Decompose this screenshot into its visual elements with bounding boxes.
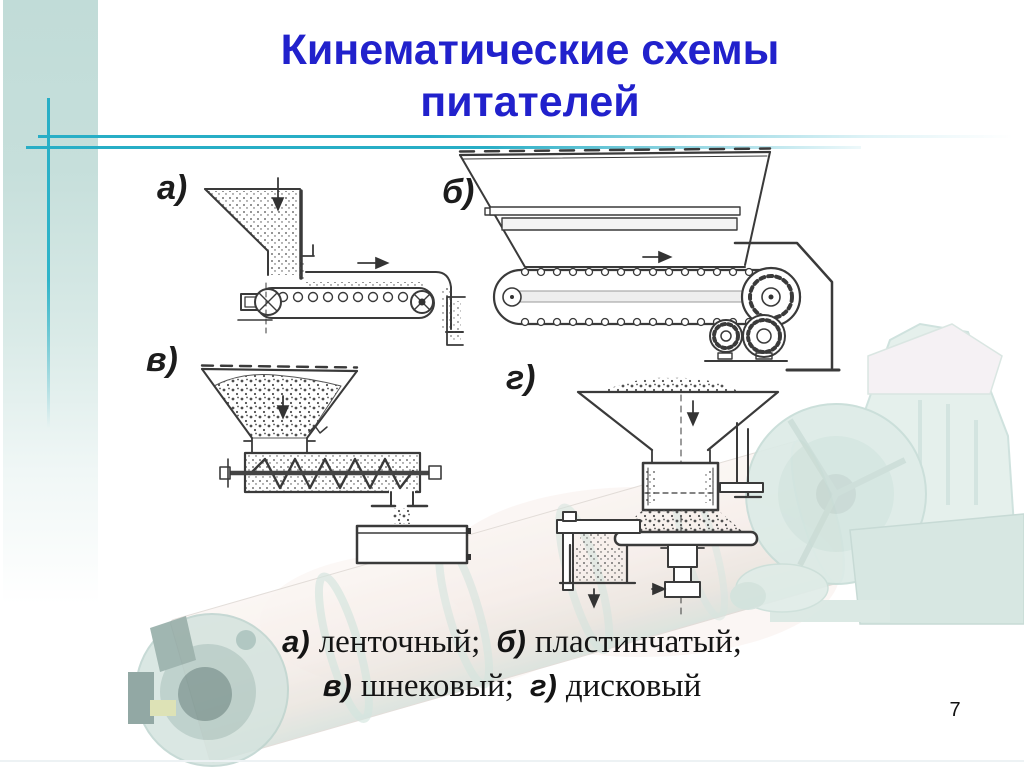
caption-text-a: ленточный; — [318, 624, 481, 660]
figure-label-g: г) — [506, 359, 536, 397]
figure-label-b: б) — [442, 173, 475, 211]
belt-feeder-diagram — [204, 177, 464, 338]
page-number: 7 — [949, 699, 961, 721]
caption-item-g: г)дисковый — [530, 668, 701, 704]
figure-label-a: а) — [157, 169, 188, 207]
caption-label-v: в) — [322, 668, 352, 703]
bottom-divider-line — [0, 760, 1024, 762]
vertical-accent-line — [47, 98, 50, 428]
caption-text-g: дисковый — [565, 668, 702, 704]
caption-line1: а)ленточный; б)пластинчатый; — [100, 624, 924, 661]
disk-feeder-diagram — [556, 377, 780, 616]
caption-item-v: в)шнековый; — [323, 668, 514, 704]
horizontal-accent-line-top — [38, 135, 1013, 138]
caption-label-g: г) — [529, 668, 557, 703]
horizontal-accent-line-bottom — [26, 146, 861, 149]
slide-title: Кинематические схемы питателей — [110, 24, 950, 128]
caption-text-v: шнековый; — [360, 668, 514, 704]
slide-title-line2: питателей — [420, 78, 640, 126]
figure-label-v: в) — [146, 341, 178, 379]
caption-label-b: б) — [496, 624, 526, 659]
caption-label-a: а) — [282, 624, 310, 659]
left-accent-band — [3, 0, 98, 605]
caption-item-b: б)пластинчатый; — [496, 624, 742, 660]
caption-line2: в)шнековый; г)дисковый — [100, 668, 924, 705]
plate-feeder-diagram — [446, 147, 841, 372]
caption-text-b: пластинчатый; — [534, 624, 742, 660]
screw-feeder-diagram — [200, 364, 471, 565]
caption-item-a: а)ленточный; — [282, 624, 480, 660]
slide-title-line1: Кинематические схемы — [280, 26, 780, 74]
